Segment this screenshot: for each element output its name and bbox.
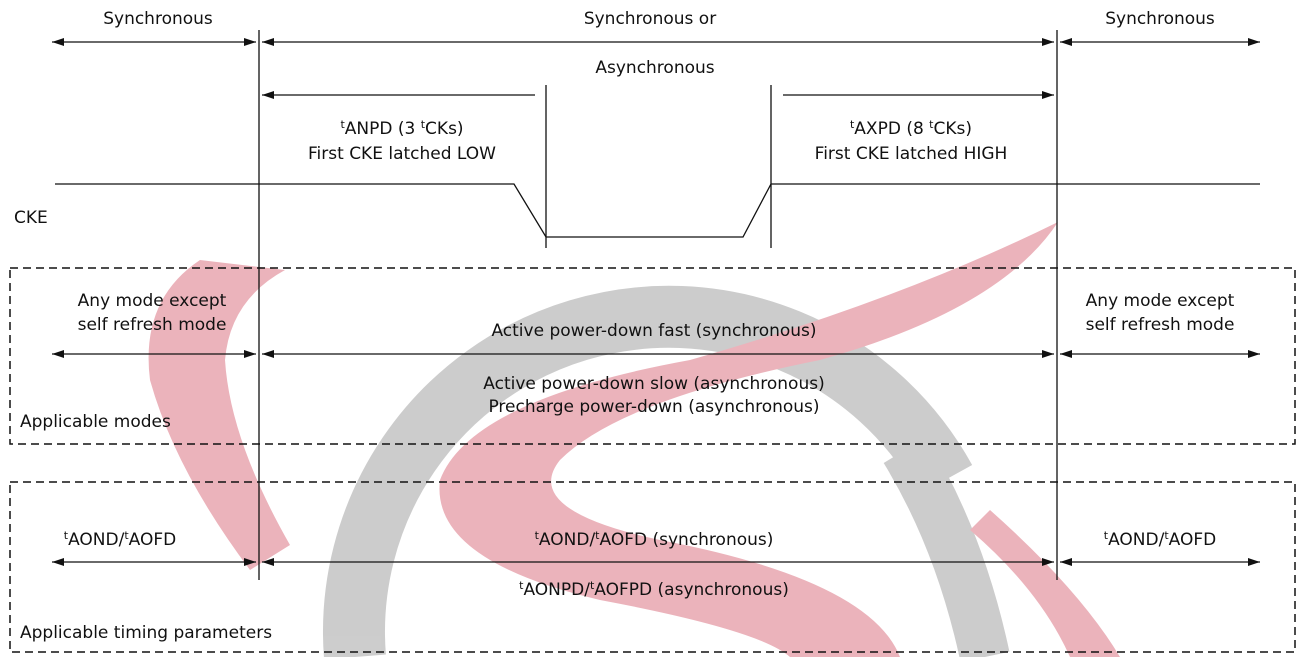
axpd-unit-prefix: t	[929, 118, 934, 131]
cke-signal-label: CKE	[14, 208, 48, 228]
timing-left-t2: AOFD	[128, 530, 177, 550]
timing-right-t2: AOFD	[1168, 530, 1217, 550]
middle-domain-label-2: Asynchronous	[595, 58, 715, 78]
anpd-unit-prefix: t	[420, 118, 426, 131]
timing-middle-top-p2: t	[595, 529, 600, 542]
anpd-unit: CKs)	[425, 119, 464, 139]
left-sync-label: Synchronous	[103, 9, 213, 29]
timing-left-t1: AOND/	[68, 530, 125, 550]
timing-left-p2: t	[124, 529, 129, 542]
watermark-red-swoosh	[439, 222, 1058, 657]
timing-right-p1: t	[1103, 529, 1109, 542]
timing-right-label: tAOND/tAOFD	[1104, 528, 1217, 552]
axpd-label: tAXPD (8 tCKs)	[850, 117, 972, 141]
timing-middle-top-t2: AOFD (synchronous)	[599, 530, 774, 550]
modes-middle-bottom-1: Active power-down slow (asynchronous)	[483, 374, 825, 394]
anpd-name: ANPD (3	[344, 119, 421, 139]
timing-middle-top: tAOND/tAOFD (synchronous)	[535, 528, 774, 552]
axpd-unit: CKs)	[933, 119, 973, 139]
axpd-name: AXPD (8	[854, 119, 930, 139]
timing-middle-bottom: tAONPD/tAOFPD (asynchronous)	[519, 578, 789, 602]
watermark-red-right	[970, 510, 1120, 657]
anpd-description: First CKE latched LOW	[308, 144, 496, 164]
modes-middle-bottom-2: Precharge power-down (asynchronous)	[488, 397, 820, 417]
timing-middle-bottom-p1: t	[519, 579, 524, 592]
right-sync-label: Synchronous	[1105, 9, 1215, 29]
timing-right-t1: AOND/	[1108, 530, 1165, 550]
timing-middle-bottom-p2: t	[589, 579, 595, 592]
timing-middle-top-p1: t	[534, 529, 539, 542]
timing-middle-bottom-t2: AOFPD (asynchronous)	[594, 580, 789, 600]
timing-box	[9, 481, 1296, 653]
anpd-prefix: t	[340, 118, 345, 131]
timing-middle-top-t1: AOND/	[538, 530, 596, 550]
timing-left-label: tAOND/tAOFD	[64, 528, 177, 552]
timing-middle-bottom-t1: AONPD/	[523, 580, 590, 600]
modes-section-label: Applicable modes	[20, 412, 171, 432]
timing-section-label: Applicable timing parameters	[20, 623, 273, 643]
cke-waveform	[55, 183, 1260, 238]
watermark-logo	[148, 222, 1120, 657]
watermark-red-left	[148, 260, 290, 570]
modes-left-line-2: self refresh mode	[77, 315, 227, 335]
modes-right-line-2: self refresh mode	[1085, 315, 1235, 335]
modes-middle-top: Active power-down fast (synchronous)	[491, 321, 817, 341]
watermark-gray-arc	[323, 285, 973, 657]
modes-right-line-1: Any mode except	[1085, 291, 1235, 311]
anpd-label: tANPD (3 tCKs)	[340, 117, 463, 141]
axpd-description: First CKE latched HIGH	[814, 144, 1008, 164]
modes-left-line-1: Any mode except	[77, 291, 227, 311]
timing-left-p1: t	[63, 529, 69, 542]
timing-right-p2: t	[1164, 529, 1169, 542]
axpd-prefix: t	[849, 118, 855, 131]
modes-box	[9, 267, 1296, 445]
watermark-gray-right	[883, 436, 1010, 657]
middle-domain-label-1: Synchronous or	[583, 9, 717, 29]
